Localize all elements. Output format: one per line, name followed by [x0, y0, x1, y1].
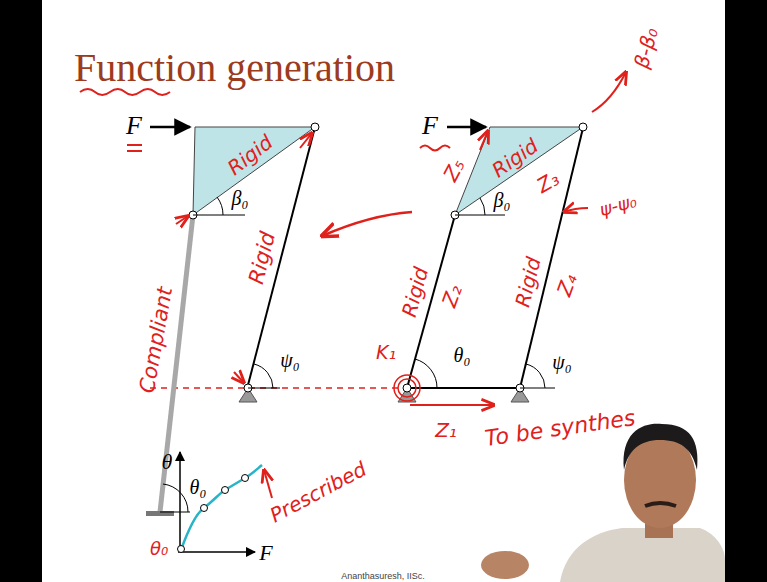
presenter-moustache — [645, 503, 676, 506]
symbol-label: θ₀ — [190, 476, 207, 499]
vector-arrow — [410, 404, 494, 406]
angle-arc — [480, 198, 485, 215]
symbol-label: ψ₀ — [552, 351, 571, 374]
rigid-triangle — [193, 127, 315, 215]
rigid-triangle — [455, 127, 583, 215]
symbol-label: θ₀ — [454, 344, 471, 367]
torsion-spring — [398, 379, 416, 397]
pointer-arrow — [264, 470, 272, 498]
angle-arc — [415, 359, 437, 388]
pointer-arrow — [300, 133, 312, 148]
axis — [178, 551, 255, 553]
force-arrow — [447, 126, 486, 129]
angle-arc — [163, 484, 188, 512]
symbol-label: F — [422, 111, 438, 141]
handwritten-note: Z₁ — [435, 418, 457, 442]
pointer-arrow — [176, 216, 188, 224]
angle-arc — [217, 197, 223, 215]
data-point — [201, 505, 208, 512]
data-point — [178, 546, 185, 553]
presenter-hair — [624, 424, 698, 470]
symbol-label: β₀ — [232, 187, 249, 210]
side-bar — [725, 0, 767, 582]
angle-arc — [254, 364, 273, 388]
torsion-spring — [394, 375, 420, 401]
compliant-link — [160, 215, 193, 512]
axis — [179, 452, 181, 552]
pointer-arrow — [592, 72, 626, 112]
reference-line — [193, 215, 245, 216]
reference-line — [455, 215, 505, 216]
side-bar — [0, 0, 42, 582]
data-point — [222, 487, 229, 494]
reference-line — [248, 388, 280, 389]
symbol-label: F — [259, 540, 272, 566]
dashed-reference — [150, 387, 405, 389]
reference-line — [160, 512, 190, 513]
symbol-label: F — [126, 111, 142, 141]
handwritten-mark — [127, 145, 142, 151]
pin-joint — [579, 123, 587, 131]
presenter-shirt — [560, 528, 725, 582]
force-arrow — [150, 126, 190, 129]
transform-arrow — [322, 212, 412, 236]
symbol-label: θ — [162, 449, 173, 475]
pin-joint — [403, 384, 411, 392]
symbol-label: ψ₀ — [280, 349, 299, 372]
presenter-hand — [481, 551, 529, 579]
angle-arc — [526, 364, 545, 388]
credit-text: Ananthasuresh, IISc. — [341, 571, 425, 581]
ground-link — [407, 387, 520, 389]
wavy-underline — [420, 146, 450, 151]
pointer-arrow — [234, 372, 244, 383]
data-point — [242, 475, 249, 482]
prescribed-curve — [181, 465, 262, 550]
reference-line — [520, 388, 555, 389]
slide-background — [42, 0, 725, 582]
pointer-arrow — [564, 208, 588, 212]
pin-joint — [311, 123, 319, 131]
handwritten-note: K₁ — [376, 341, 396, 363]
pointer-arrow — [480, 131, 488, 150]
handwritten-note: θ₀ — [150, 538, 168, 559]
symbol-label: β₀ — [494, 189, 511, 212]
slide-title: Function generation — [74, 44, 395, 91]
